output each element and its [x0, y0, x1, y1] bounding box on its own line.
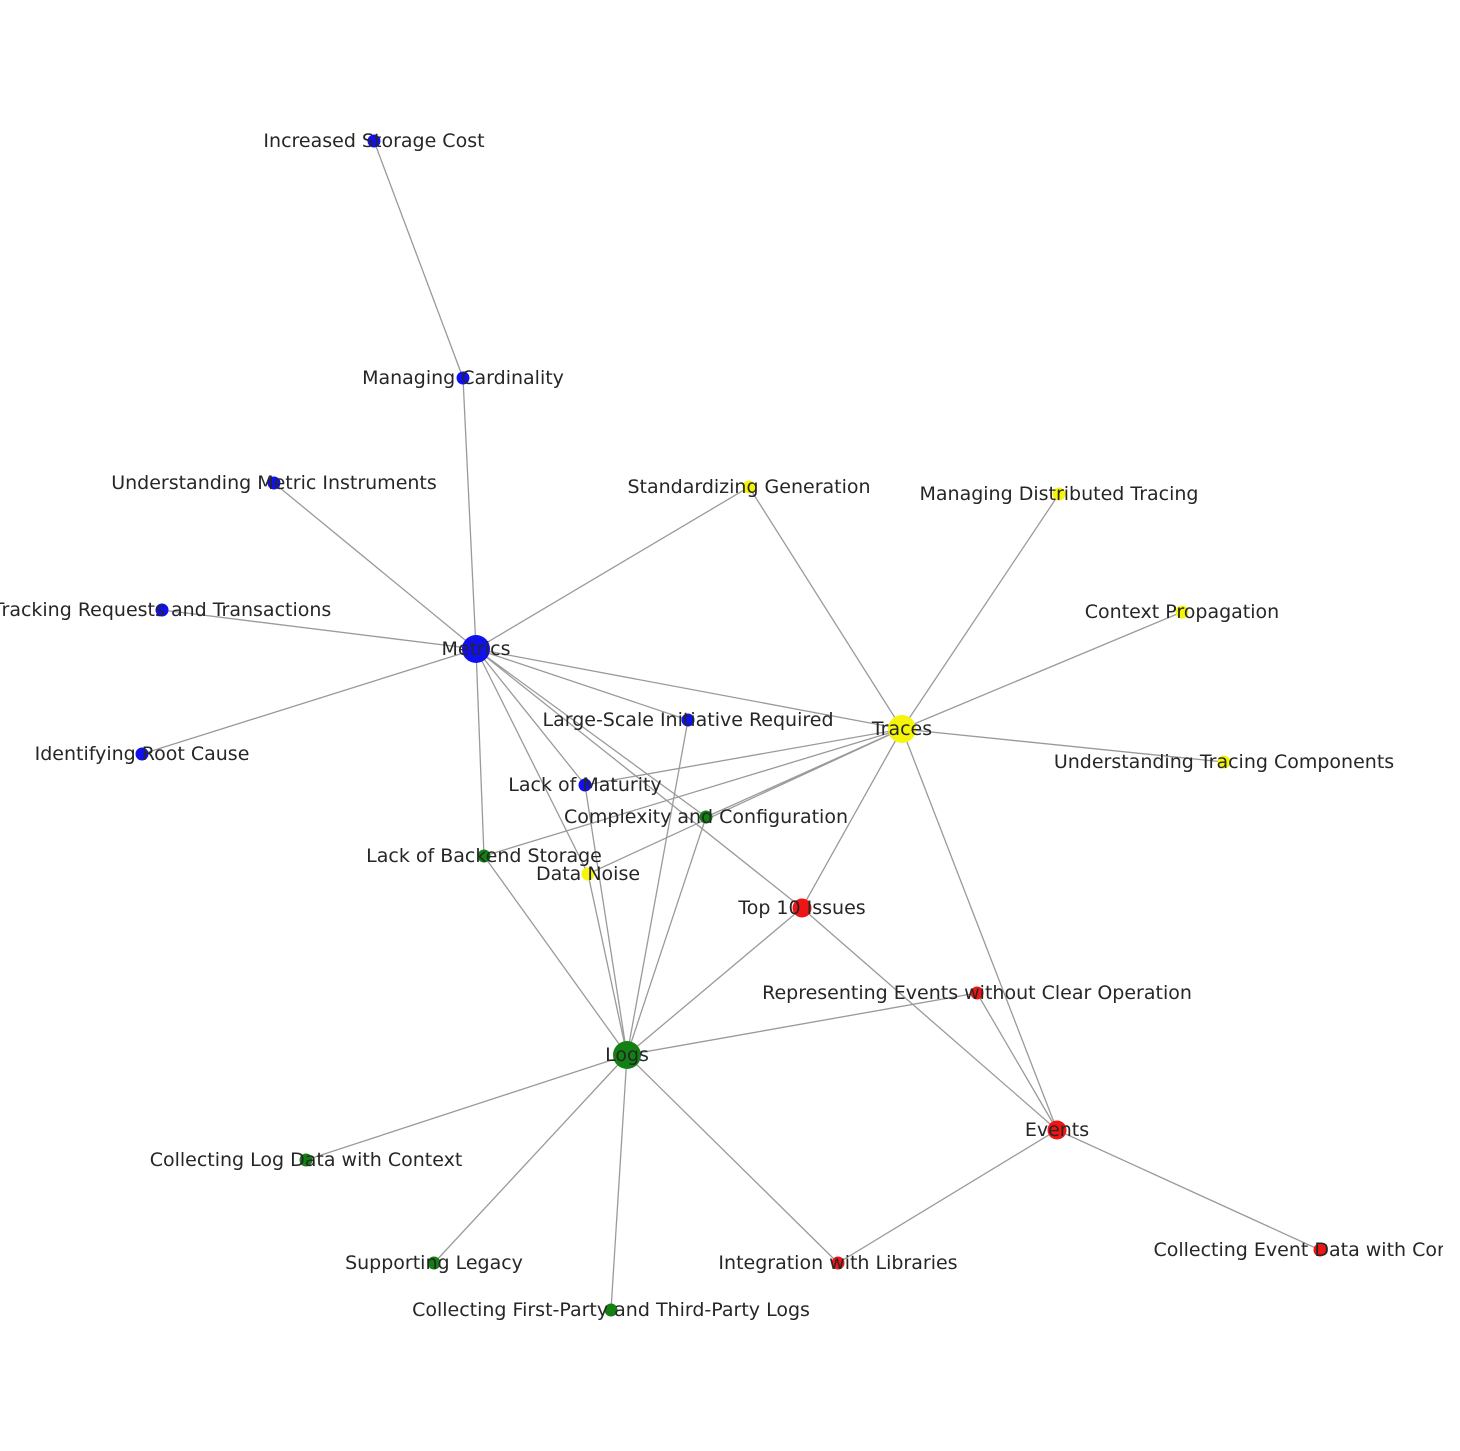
- node-collecting-event[interactable]: [1313, 1243, 1327, 1257]
- node-label-collecting-log: Collecting Log Data with Context: [150, 1149, 463, 1171]
- node-label-increased-storage: Increased Storage Cost: [263, 130, 484, 152]
- node-representing-events[interactable]: [970, 986, 984, 1000]
- node-label-logs: Logs: [605, 1044, 649, 1066]
- node-label-metrics: Metrics: [442, 638, 511, 660]
- edge-understanding-tracing-traces: [901, 728, 1225, 763]
- edge-managing-dist-traces: [901, 493, 1060, 730]
- edge-logs-collecting-log: [305, 1054, 628, 1161]
- node-label-top10: Top 10 Issues: [737, 897, 865, 919]
- nodes-layer: [135, 134, 1327, 1317]
- node-label-managing-dist: Managing Distributed Tracing: [920, 483, 1199, 505]
- edge-logs-supporting-legacy: [433, 1054, 628, 1264]
- node-collecting-log[interactable]: [299, 1153, 313, 1167]
- edge-traces-top10: [801, 728, 903, 909]
- node-understanding-metric[interactable]: [267, 476, 281, 490]
- edge-data-noise-logs: [587, 873, 628, 1056]
- edge-logs-collecting-first: [610, 1054, 628, 1311]
- node-label-collecting-first: Collecting First-Party and Third-Party L…: [412, 1299, 810, 1321]
- node-logs[interactable]: [613, 1041, 641, 1069]
- edge-representing-events-events: [976, 992, 1058, 1131]
- edge-metrics-top10: [475, 648, 803, 909]
- edge-complexity-logs: [626, 816, 707, 1056]
- node-label-tracking-requests: Tracking Requests and Transactions: [0, 599, 331, 621]
- edge-metrics-complexity: [475, 648, 707, 818]
- node-lack-maturity[interactable]: [578, 778, 592, 792]
- edge-lack-maturity-logs: [584, 784, 628, 1056]
- edge-traces-lack-backend: [483, 728, 903, 857]
- node-standardizing[interactable]: [742, 480, 756, 494]
- edge-metrics-large-scale: [475, 648, 689, 721]
- edge-standardizing-traces: [748, 486, 903, 730]
- node-label-events: Events: [1025, 1119, 1089, 1141]
- edge-integration-libs-events: [837, 1129, 1058, 1264]
- node-label-large-scale: Large-Scale Initiative Required: [542, 709, 833, 731]
- edge-traces-lack-maturity: [584, 728, 903, 786]
- node-label-supporting-legacy: Supporting Legacy: [345, 1252, 523, 1274]
- node-lack-backend[interactable]: [477, 849, 491, 863]
- node-complexity[interactable]: [699, 810, 713, 824]
- node-label-collecting-event: Collecting Event Data with Context: [1153, 1239, 1460, 1261]
- node-label-integration-libs: Integration with Libraries: [718, 1252, 957, 1274]
- node-managing-cardinality[interactable]: [456, 371, 470, 385]
- node-label-lack-backend: Lack of Backend Storage: [366, 845, 602, 867]
- node-label-representing-events: Representing Events without Clear Operat…: [762, 982, 1192, 1004]
- node-data-noise[interactable]: [581, 867, 595, 881]
- node-label-data-noise: Data Noise: [536, 863, 640, 885]
- node-traces[interactable]: [888, 715, 916, 743]
- node-label-understanding-metric: Understanding Metric Instruments: [111, 472, 437, 494]
- node-label-identifying-root: Identifying Root Cause: [35, 743, 250, 765]
- node-label-traces: Traces: [871, 718, 932, 740]
- node-managing-dist[interactable]: [1052, 487, 1066, 501]
- edge-metrics-lack-maturity: [475, 648, 586, 786]
- node-events[interactable]: [1047, 1120, 1067, 1140]
- edge-top10-logs: [626, 907, 803, 1056]
- node-label-understanding-tracing: Understanding Tracing Components: [1054, 751, 1394, 773]
- node-label-managing-cardinality: Managing Cardinality: [362, 367, 564, 389]
- node-large-scale[interactable]: [681, 713, 695, 727]
- edge-metrics-standardizing: [475, 486, 750, 650]
- edge-metrics-traces: [475, 648, 903, 730]
- edge-increased-storage-managing-cardinality: [373, 140, 464, 379]
- edge-traces-events: [901, 728, 1058, 1131]
- edge-context-prop-traces: [901, 611, 1183, 730]
- edges-layer: [141, 140, 1321, 1311]
- edge-top10-events: [801, 907, 1058, 1131]
- node-increased-storage[interactable]: [367, 134, 381, 148]
- node-tracking-requests[interactable]: [155, 603, 169, 617]
- node-label-lack-maturity: Lack of Maturity: [508, 774, 661, 796]
- node-metrics[interactable]: [462, 635, 490, 663]
- node-top10[interactable]: [792, 898, 812, 918]
- edge-understanding-metric-metrics: [273, 482, 477, 650]
- edge-events-collecting-event: [1056, 1129, 1321, 1251]
- edge-metrics-data-noise: [475, 648, 589, 875]
- node-label-context-prop: Context Propagation: [1085, 601, 1279, 623]
- edge-managing-cardinality-metrics: [462, 377, 477, 650]
- node-collecting-first[interactable]: [604, 1303, 618, 1317]
- edge-large-scale-logs: [626, 719, 689, 1056]
- edge-logs-integration-libs: [626, 1054, 839, 1264]
- edge-tracking-requests-metrics: [161, 609, 477, 650]
- node-label-complexity: Complexity and Configuration: [564, 806, 848, 828]
- edge-representing-events-logs: [626, 992, 978, 1056]
- edge-traces-data-noise: [587, 728, 903, 875]
- node-context-prop[interactable]: [1175, 605, 1189, 619]
- node-supporting-legacy[interactable]: [427, 1256, 441, 1270]
- node-label-standardizing: Standardizing Generation: [627, 476, 870, 498]
- edge-identifying-root-metrics: [141, 648, 477, 755]
- node-understanding-tracing[interactable]: [1217, 755, 1231, 769]
- edge-lack-backend-logs: [483, 855, 628, 1056]
- node-integration-libs[interactable]: [831, 1256, 845, 1270]
- node-identifying-root[interactable]: [135, 747, 149, 761]
- edge-metrics-lack-backend: [475, 648, 485, 857]
